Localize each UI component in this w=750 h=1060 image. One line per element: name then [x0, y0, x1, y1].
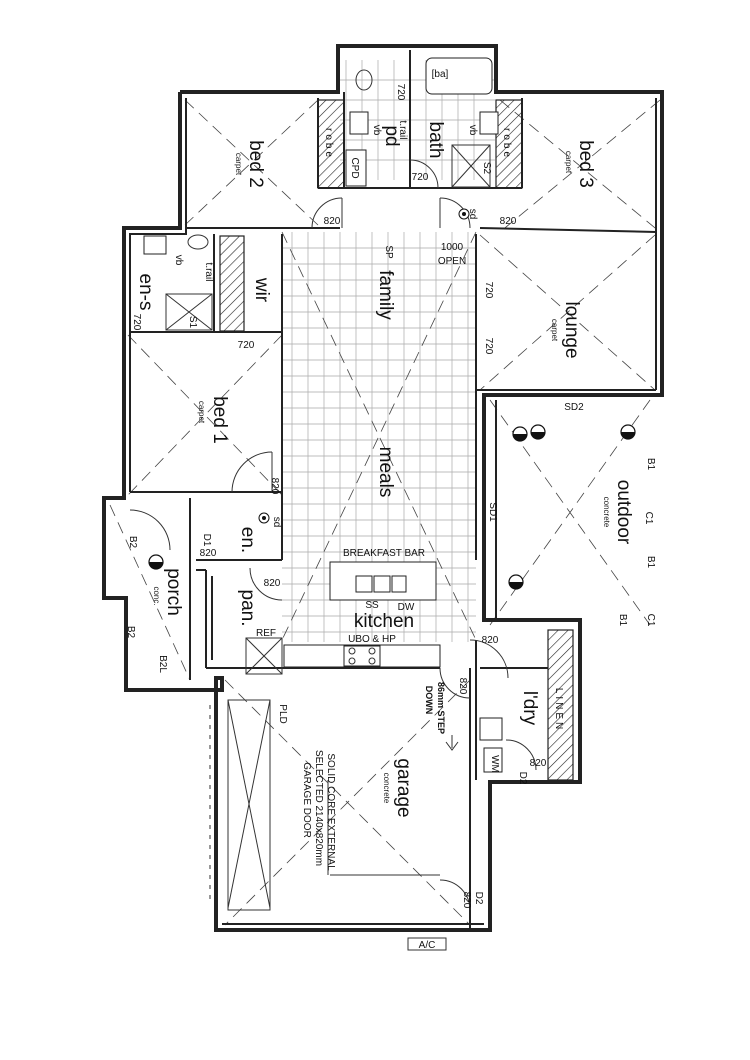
room-porch-finish: conc.	[152, 586, 161, 605]
dim-720-bath: 720	[412, 172, 429, 183]
ac-label: A/C	[419, 940, 436, 951]
room-bed1: bed 1	[209, 396, 230, 444]
room-lounge: lounge	[561, 301, 582, 358]
label-b1-top: B1	[645, 458, 656, 471]
kitchen-island	[245, 561, 441, 675]
room-wir: wir	[251, 277, 272, 303]
walls	[102, 44, 664, 932]
label-d1: D1	[201, 534, 212, 547]
room-family: family	[375, 270, 396, 320]
label-opening-1000: 1000	[441, 242, 464, 253]
garage-door	[209, 699, 271, 911]
room-robe-left: robe	[323, 128, 334, 160]
label-d2-ldry: D2	[517, 772, 528, 785]
room-garage-finish: concrete	[382, 773, 391, 804]
wir-hatch	[219, 235, 245, 332]
linen-hatch	[547, 629, 574, 781]
label-dw: DW	[398, 602, 415, 613]
label-sd2: SD2	[564, 402, 584, 413]
label-sd1: SD1	[487, 502, 498, 522]
label-vb-ens: vb	[173, 255, 184, 266]
room-meals: meals	[375, 447, 396, 498]
light-fittings	[148, 208, 636, 590]
dim-820-garage-door: 820	[461, 892, 472, 909]
label-ubo-hp: UBO & HP	[348, 634, 396, 645]
label-d2-garage: D2	[473, 892, 484, 905]
room-pd: pd	[381, 125, 402, 146]
label-b1-bottom: B1	[617, 614, 628, 627]
room-garage: garage	[393, 758, 414, 817]
dim-820-kitchen: 820	[482, 635, 499, 646]
room-cpd: CPD	[349, 157, 360, 178]
room-bed2: bed 2	[245, 140, 266, 188]
room-ldry: l'dry	[519, 691, 540, 726]
label-garage-note-3: GARAGE DOOR	[301, 762, 312, 838]
label-pld: PLD	[277, 704, 288, 723]
label-trail-ens: t.rail	[203, 263, 214, 282]
dim-820-bed3: 820	[500, 216, 517, 227]
label-sp: SP	[383, 245, 394, 259]
dim-720-wir: 720	[238, 340, 255, 351]
label-vb-bath: vb	[467, 125, 478, 136]
label-sd-family: sd	[467, 209, 478, 220]
label-sd-entry: sd	[271, 517, 282, 528]
room-lounge-finish: carpet	[550, 319, 559, 342]
label-vb-pd: vb	[371, 125, 382, 136]
label-s2: S2	[481, 162, 492, 175]
label-garage-note-2: SELECTED 2140x820mm	[313, 750, 324, 866]
dim-820-pantry: 820	[264, 578, 281, 589]
label-ref: REF	[256, 628, 276, 639]
label-b2l: B2L	[157, 655, 168, 673]
label-ss: SS	[365, 600, 379, 611]
dim-820-bed1: 820	[269, 478, 280, 495]
room-ens: en-s	[135, 274, 156, 311]
room-outdoor-finish: concrete	[602, 497, 611, 528]
label-b2-top: B2	[127, 536, 138, 549]
room-bed3: bed 3	[575, 140, 596, 188]
dim-820-bed2: 820	[324, 216, 341, 227]
robe-left-hatch	[317, 99, 345, 189]
room-bed1-finish: carpet	[197, 401, 206, 424]
room-porch: porch	[163, 568, 184, 616]
dim-720-pd: 720	[395, 84, 406, 101]
room-kitchen: kitchen	[354, 611, 414, 632]
label-b2-bottom: B2	[125, 626, 136, 639]
room-pantry: pan.	[237, 590, 258, 627]
label-step-down-1: 86mm STEP	[436, 682, 446, 734]
room-robe-right: robe	[501, 128, 512, 160]
room-entry: en.	[237, 527, 258, 553]
label-c1-bottom: C1	[645, 614, 656, 627]
label-step-down-2: DOWN	[424, 686, 434, 715]
dim-720-lounge-b: 720	[483, 338, 494, 355]
ac-unit	[407, 937, 447, 951]
dim-720-lounge-a: 720	[483, 282, 494, 299]
step-down-arrow	[445, 735, 459, 751]
label-c1-mid: C1	[643, 512, 654, 525]
label-opening-open: OPEN	[438, 256, 466, 267]
room-bed3-finish: carpet	[564, 151, 573, 174]
label-b1-mid: B1	[645, 556, 656, 569]
label-breakfast-bar: BREAKFAST BAR	[343, 548, 425, 559]
label-ba: [ba]	[432, 69, 449, 80]
room-outdoor: outdoor	[613, 480, 634, 545]
dim-720-ens: 720	[131, 314, 142, 331]
dim-820-ldry: 820	[530, 758, 547, 769]
room-linen: LINEN	[553, 688, 564, 732]
bathroom-fixtures	[143, 57, 503, 773]
room-bed2-finish: carpet	[234, 153, 243, 176]
label-trail-pd: t.rail	[397, 121, 408, 140]
label-wm: WM	[489, 755, 500, 773]
dim-820-garage: 820	[457, 678, 468, 695]
label-garage-note-1: SOLID CORE EXTERNAL	[325, 753, 336, 871]
door-swings	[129, 159, 537, 911]
room-bath: bath	[425, 122, 446, 159]
dim-820-entry: 820	[200, 548, 217, 559]
label-s1: S1	[187, 316, 198, 329]
